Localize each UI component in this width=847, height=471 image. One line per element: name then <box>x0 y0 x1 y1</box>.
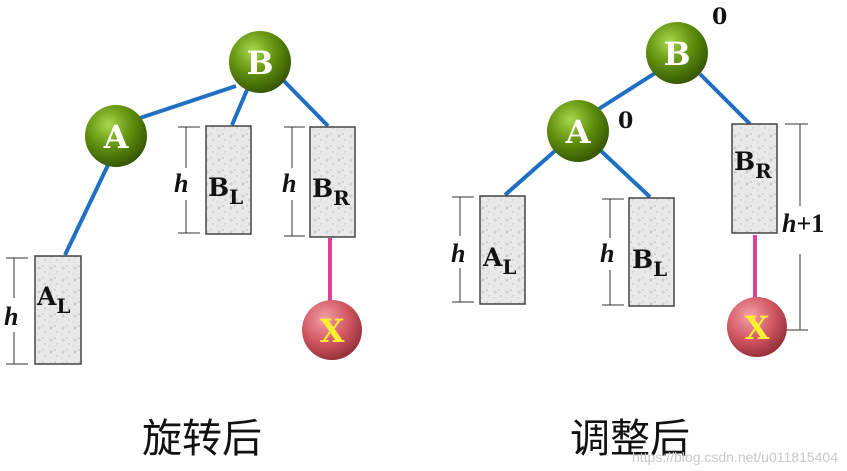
balance-factor-a: 0 <box>618 108 633 134</box>
node-x-label: X <box>745 309 770 347</box>
subtree-al-label: AL <box>36 282 70 318</box>
height-label-al: h <box>451 239 465 268</box>
node-a <box>85 105 147 167</box>
left-edges <box>63 78 332 303</box>
subtree-al-box <box>34 255 82 365</box>
edge-b-a <box>139 84 237 120</box>
caption-left: 旋转后 <box>142 416 262 462</box>
edge-a-al <box>503 148 558 197</box>
edge-b-br <box>281 78 330 128</box>
right-height-markers <box>452 123 808 331</box>
subtree-br-label: BR <box>312 174 350 210</box>
subtree-bl-label: BL <box>632 245 667 281</box>
node-x <box>727 297 787 357</box>
edge-a-bl <box>598 148 652 199</box>
node-a-label: A <box>103 118 130 156</box>
balance-factor-b: 0 <box>712 4 727 30</box>
node-x-label: X <box>320 312 345 350</box>
subtree-br-box <box>731 123 778 234</box>
height-label-bl: h <box>174 169 188 198</box>
right-edges <box>503 68 757 300</box>
node-x <box>302 300 362 360</box>
height-label-bl: h <box>600 239 614 268</box>
subtree-br-label: BR <box>734 147 772 183</box>
left-tree: AL BL BR h h h B A X 旋转后 <box>4 31 362 462</box>
node-a-label: A <box>565 113 592 151</box>
node-a <box>547 100 609 162</box>
subtree-al-label: AL <box>482 243 516 279</box>
left-height-markers <box>6 126 305 365</box>
edge-b-br <box>698 72 752 126</box>
subtree-bl-label: BL <box>208 173 243 209</box>
edge-b-bl <box>230 89 249 126</box>
node-b <box>646 22 708 84</box>
height-label-br: h <box>282 169 296 198</box>
subtree-bl-box <box>205 125 252 235</box>
edge-a-al <box>63 164 110 256</box>
height-label-al: h <box>4 302 18 331</box>
subtree-al-box <box>479 195 526 305</box>
node-b <box>229 31 291 93</box>
subtree-br-box <box>309 126 356 238</box>
right-tree: AL BL BR h h h+1 0 0 B A X 调整后 <box>451 4 824 462</box>
node-b-label: B <box>663 35 690 73</box>
node-b-label: B <box>246 44 273 82</box>
watermark: https://blog.csdn.net/u011815404 <box>632 449 838 465</box>
subtree-bl-box <box>628 197 675 307</box>
height-label-br: h+1 <box>782 209 824 238</box>
edge-b-a <box>592 68 662 114</box>
caption-right: 调整后 <box>570 416 690 462</box>
